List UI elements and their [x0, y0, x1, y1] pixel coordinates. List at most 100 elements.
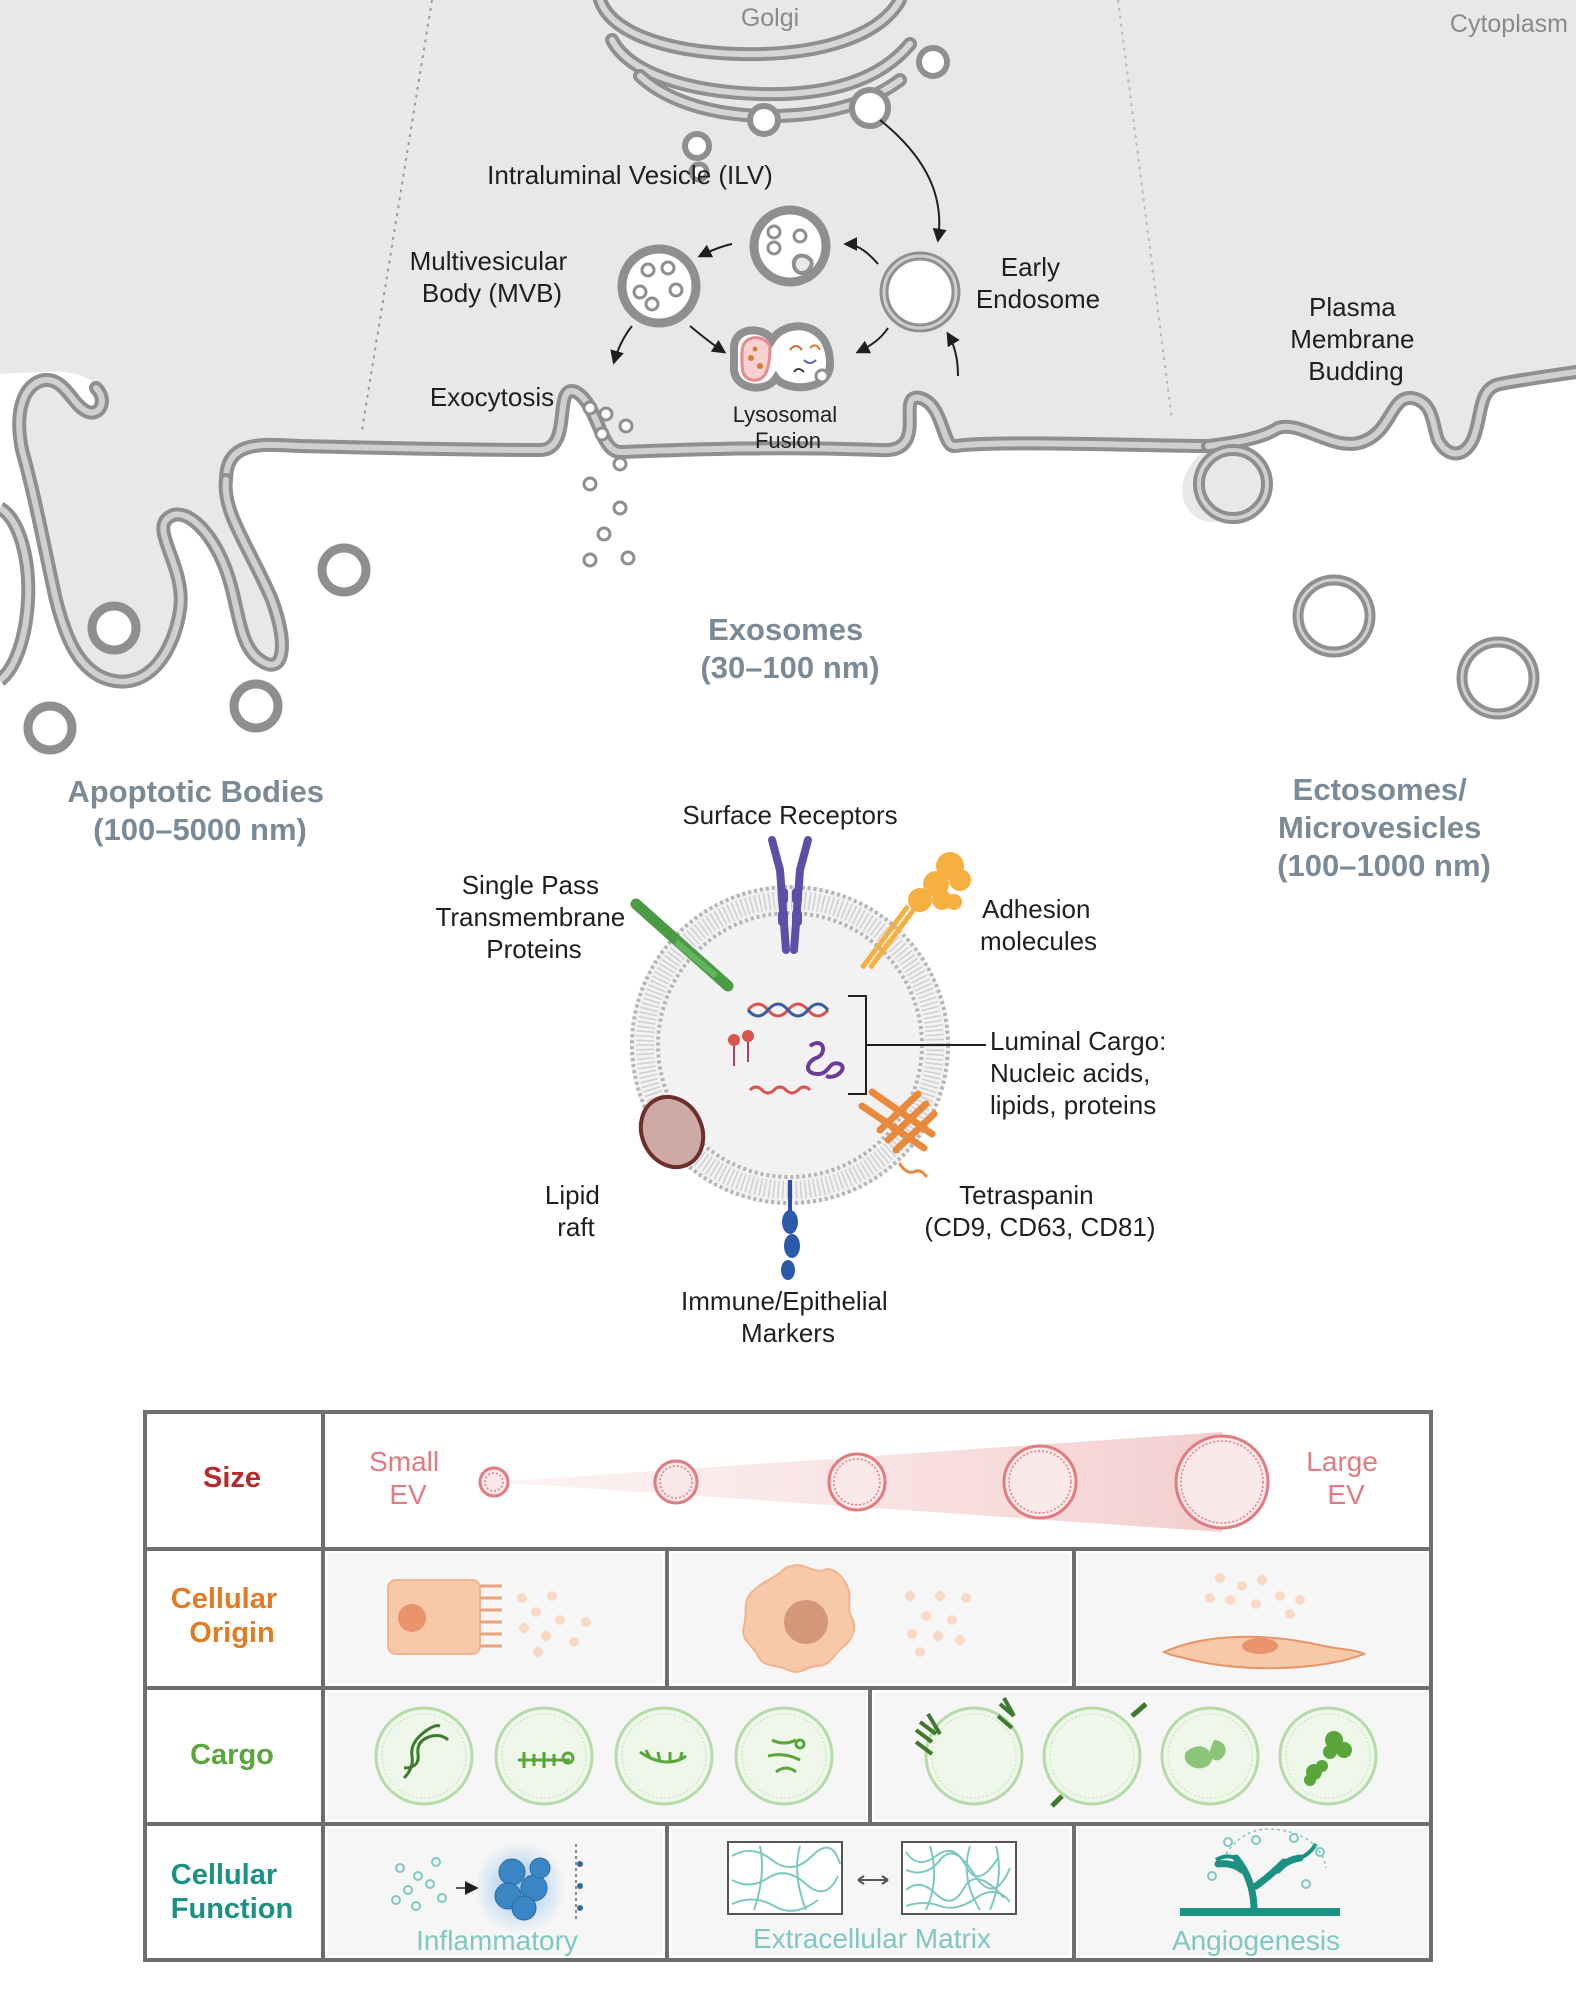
immune-marker-icon — [781, 1180, 800, 1280]
tetraspanin-label-2: (CD9, CD63, CD81) — [924, 1212, 1155, 1242]
ilv-vesicle — [749, 205, 831, 287]
transmembrane-protein-icon — [630, 898, 734, 992]
rna-icon — [639, 1749, 687, 1764]
svg-text:Immune/Epithelial Markers: Immune/Epithelial Markers — [681, 1286, 895, 1348]
size-small-label-1: Small — [369, 1446, 439, 1477]
adhesion-label-1: Adhesion — [982, 894, 1090, 924]
luminal-label-2: Nucleic acids, — [990, 1058, 1150, 1088]
early-endosome-label-1: Early — [1001, 252, 1060, 282]
protein-icon — [1184, 1740, 1226, 1769]
arrow-icon — [843, 237, 879, 265]
svg-text:Apoptotic Bodies (100–5000: Apoptotic Bodies (100–5000 nm) — [67, 774, 332, 847]
adhesion-label-2: molecules — [980, 926, 1097, 956]
svg-text:Adhesion molecules: Adhesion molecules — [980, 894, 1098, 956]
svg-text:Lysosomal Fusion: Lysosomal Fusion — [733, 402, 843, 453]
dna-icon — [402, 1724, 450, 1780]
svg-text:Multivesicular Body (MVB): Multivesicular Body (MVB) — [410, 246, 575, 308]
svg-text:Small EV: Small EV — [369, 1446, 447, 1510]
lipid-raft-icon — [638, 1094, 706, 1170]
exosomes-size: (30–100 nm) — [700, 650, 879, 685]
lipid-raft-label-2: raft — [557, 1212, 595, 1242]
early-endosome — [879, 251, 961, 333]
ilv-label: Intraluminal Vesicle (ILV) — [487, 160, 773, 190]
exocytosis-label: Exocytosis — [430, 382, 554, 412]
svg-text:Single Pass Transmembrane: Single Pass Transmembrane Proteins — [435, 870, 632, 964]
mvb — [617, 244, 701, 328]
svg-text:Exosomes (30–100 nm): Exosomes (30–100 nm) — [700, 612, 879, 685]
size-large-label-1: Large — [1306, 1446, 1378, 1477]
lysosome-fusion — [730, 322, 835, 392]
row-origin-label-1: Cellular — [171, 1583, 277, 1615]
immune-label-2: Markers — [741, 1318, 835, 1348]
pmb-label-1: Plasma — [1309, 292, 1396, 322]
arrow-icon — [697, 243, 733, 258]
rna-icon — [518, 1751, 575, 1768]
svg-text:Cellular Origin: Cellular Origin — [171, 1583, 285, 1649]
luminal-cargo — [728, 1002, 845, 1095]
cell-icon — [742, 1564, 856, 1673]
function-label-angiogenesis: Angiogenesis — [1172, 1925, 1340, 1956]
exosome-vesicles — [582, 400, 636, 568]
svg-text:Early Endosome: Early Endosome — [976, 252, 1100, 314]
lysosomal-label-2: Fusion — [755, 428, 821, 453]
inflammatory-icon — [391, 1842, 583, 1934]
svg-text:Ectosomes/ Microvesicles: Ectosomes/ Microvesicles (100–1000 nm) — [1277, 772, 1491, 883]
mvb-label-2: Body (MVB) — [422, 278, 562, 308]
luminal-label-3: lipids, proteins — [990, 1090, 1156, 1120]
cargo-vesicles-inner — [381, 1713, 1371, 1799]
lipid-raft-label-1: Lipid — [545, 1180, 600, 1210]
row-origin-label-2: Origin — [189, 1617, 274, 1649]
cargo-bracket — [848, 995, 986, 1095]
arrow-icon — [610, 325, 633, 365]
single-pass-label-2: Transmembrane — [435, 902, 625, 932]
svg-text:Cellular Function: Cellular Function — [171, 1859, 293, 1925]
function-label-ecm: Extracellular Matrix — [753, 1923, 991, 1954]
cell-icon — [387, 1579, 502, 1655]
apoptotic-vesicles — [23, 543, 371, 755]
svg-text:Luminal Cargo: Nucleic aci: Luminal Cargo: Nucleic acids, lipids, pr… — [990, 1026, 1174, 1120]
lysosomal-label-1: Lysosomal — [733, 402, 837, 427]
size-large-label-2: EV — [1327, 1479, 1365, 1510]
ectosomes-title: Ectosomes/ — [1293, 772, 1467, 807]
size-circles — [478, 1434, 1270, 1530]
tetraspanin-label-1: Tetraspanin — [959, 1180, 1093, 1210]
golgi-label: Golgi — [741, 4, 799, 32]
row-function-label-1: Cellular — [171, 1859, 277, 1891]
lipid-icon — [728, 1030, 754, 1066]
early-endosome-label-2: Endosome — [976, 284, 1100, 314]
apoptotic-size: (100–5000 nm) — [93, 812, 307, 847]
ectosomes-title-2: Microvesicles — [1278, 810, 1481, 845]
ecm-icon — [727, 1841, 1017, 1915]
ectosomes-size: (100–1000 nm) — [1277, 848, 1491, 883]
cytoplasm-label: Cytoplasm — [1450, 10, 1568, 38]
arrow-icon — [857, 1875, 889, 1885]
arrow-icon — [946, 331, 960, 377]
luminal-label-1: Luminal Cargo: — [990, 1026, 1166, 1056]
angiogenesis-icon — [1180, 1828, 1340, 1916]
tetraspanin-icon — [914, 1697, 1016, 1756]
exosomes-title: Exosomes — [708, 612, 863, 647]
svg-text:Plasma Membrane Buddin: Plasma Membrane Budding — [1290, 292, 1422, 386]
protein-icon — [767, 1738, 806, 1774]
single-pass-label-3: Proteins — [486, 934, 581, 964]
summary-table — [143, 1410, 1433, 1962]
pmb-label-3: Budding — [1308, 356, 1403, 386]
arrow-icon — [879, 119, 947, 243]
transmembrane-protein-icon — [1050, 1702, 1148, 1808]
origin-vesicles — [517, 1573, 1305, 1657]
ectosome-vesicles — [1292, 574, 1540, 720]
protein-icon — [806, 1041, 845, 1079]
surface-receptor-icon — [768, 836, 812, 954]
mvb-label-1: Multivesicular — [410, 246, 568, 276]
size-small-label-2: EV — [389, 1479, 427, 1510]
size-circles-inner — [484, 1440, 1264, 1524]
row-function-label-2: Function — [171, 1893, 293, 1925]
tetraspanin-icon — [858, 1088, 938, 1178]
cell-icon — [1161, 1635, 1367, 1670]
immune-label-1: Immune/Epithelial — [681, 1286, 888, 1316]
row-cargo-label: Cargo — [190, 1739, 274, 1771]
apoptotic-title: Apoptotic Bodies — [67, 774, 324, 809]
row-size-label: Size — [203, 1462, 261, 1494]
arrow-icon — [689, 325, 727, 354]
